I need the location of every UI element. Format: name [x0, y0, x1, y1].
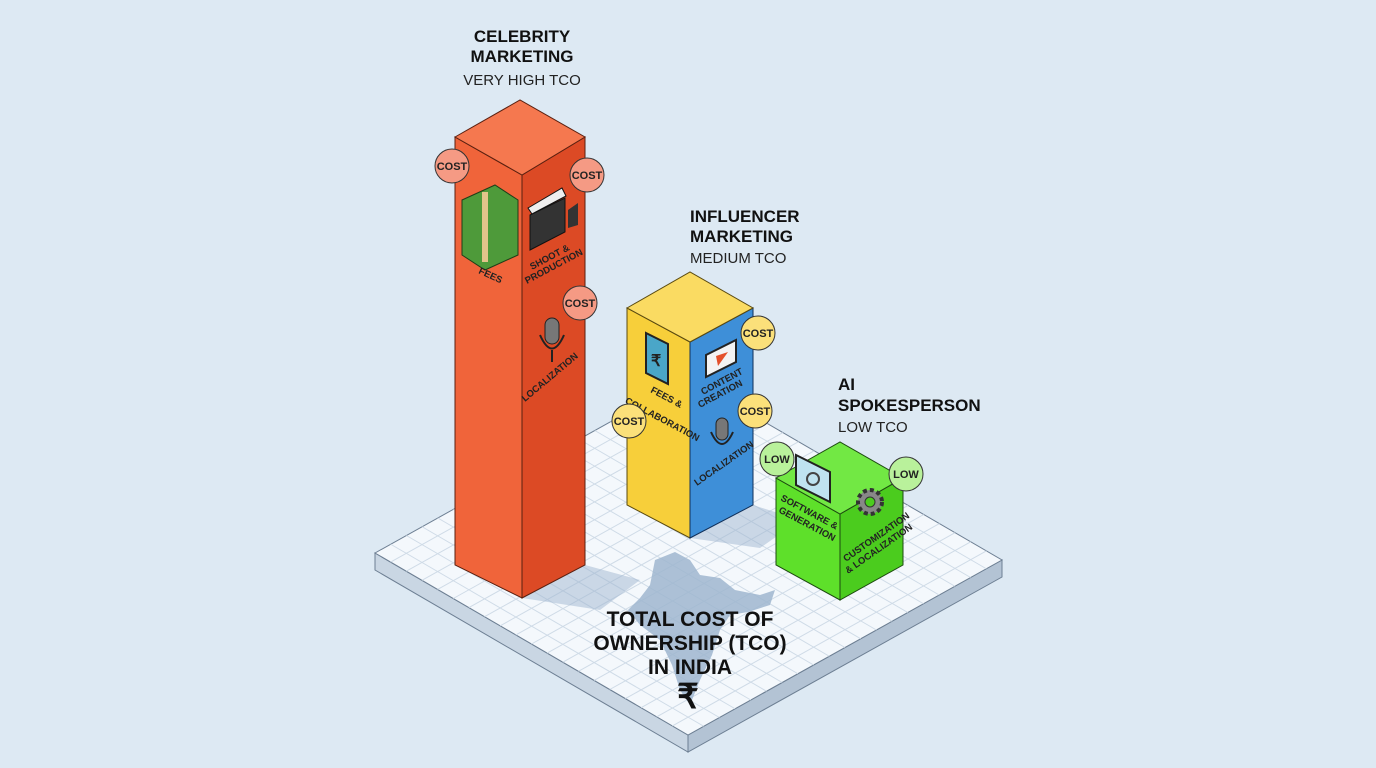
influencer-tco: MEDIUM TCO — [690, 250, 786, 267]
title-line-3: IN INDIA — [648, 656, 732, 679]
india-map — [628, 552, 775, 705]
bubble-text: COST — [572, 170, 603, 182]
grid-line — [547, 456, 861, 640]
cost-bubble: COST — [562, 285, 598, 321]
microphone-icon — [539, 317, 565, 362]
influencer-heading-2: MARKETING — [690, 227, 793, 246]
bubble-text: LOW — [893, 469, 919, 481]
grid-line — [672, 550, 987, 727]
cost-bubble: COST — [740, 315, 776, 351]
title-line-1: TOTAL COST OF — [607, 608, 774, 631]
bubble-text: COST — [743, 328, 774, 340]
celebrity-heading-1: CELEBRITY — [474, 27, 571, 46]
bubble-text: LOW — [764, 454, 790, 466]
bubble-text: COST — [740, 406, 771, 418]
grid-line — [656, 541, 971, 718]
svg-text:₹: ₹ — [651, 353, 661, 370]
microphone-icon — [710, 417, 734, 445]
ai-heading-1: AI — [838, 375, 855, 394]
shadow — [522, 565, 640, 610]
money-stack-icon — [461, 184, 519, 271]
title-line-2: OWNERSHIP (TCO) — [593, 632, 786, 655]
cost-bubble: COST — [569, 157, 605, 193]
influencer-heading-1: INFLUENCER — [690, 207, 800, 226]
cost-bubble: COST — [611, 403, 647, 439]
celebrity-heading-2: MARKETING — [471, 47, 574, 66]
cost-bubble: COST — [434, 148, 470, 184]
ai-heading-2: SPOKESPERSON — [838, 396, 981, 415]
phone-rupee-icon: ₹ — [645, 331, 669, 386]
cost-bubble: COST — [737, 393, 773, 429]
bubble-text: COST — [437, 161, 468, 173]
ai-tco: LOW TCO — [838, 419, 908, 436]
bar-celebrity-marketing: FEES SHOOT & PRODUCTION LOCALIZATION — [453, 99, 586, 599]
bubble-text: COST — [614, 416, 645, 428]
rupee-icon: ₹ — [677, 678, 699, 716]
shadow — [690, 505, 800, 548]
bubble-text: COST — [565, 298, 596, 310]
bar-ai-spokesperson: SOFTWARE & GENERATION CUSTOMIZATION & LO… — [774, 441, 915, 601]
gear-icon — [856, 488, 884, 516]
cost-bubble: LOW — [759, 441, 795, 477]
monitor-icon — [795, 453, 831, 504]
clapperboard-icon — [527, 187, 578, 251]
video-play-icon — [705, 338, 737, 379]
cost-bubble: LOW — [888, 456, 924, 492]
bar-influencer-marketing: ₹ FEES & COLLABORATION CONTENT CREATION … — [623, 271, 756, 539]
celebrity-tco: VERY HIGH TCO — [463, 72, 581, 89]
